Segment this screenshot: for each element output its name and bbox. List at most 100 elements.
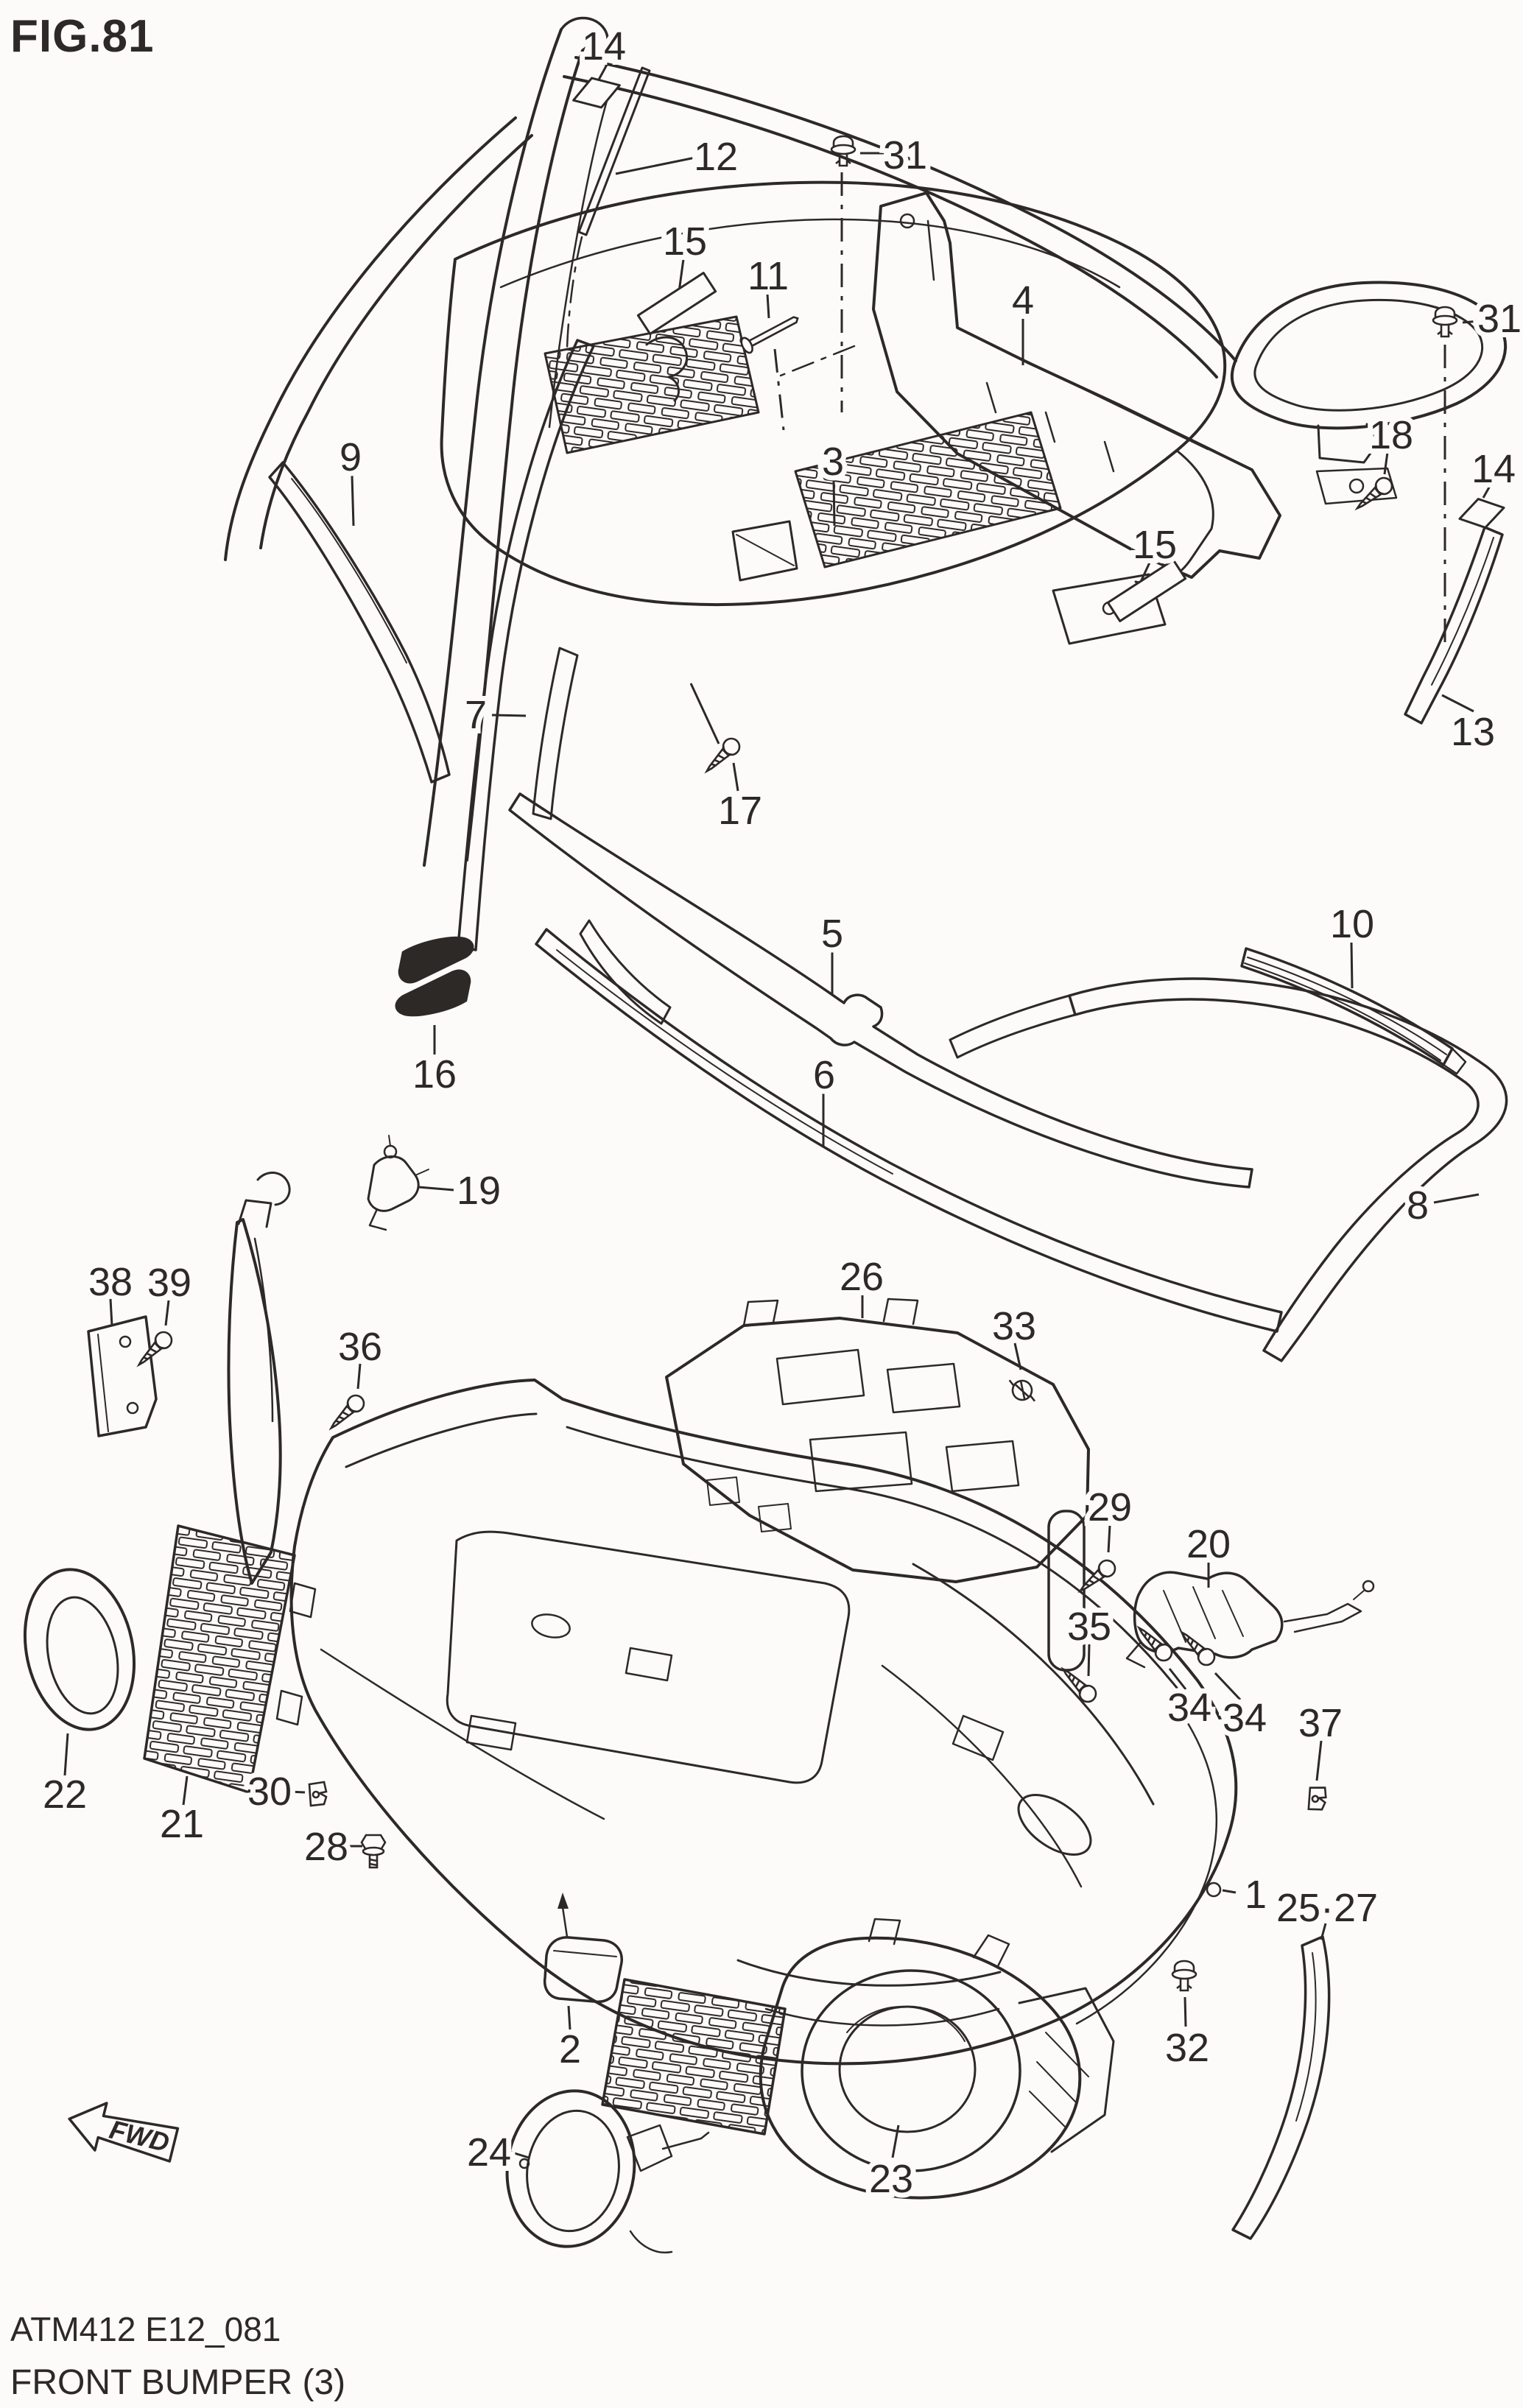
leader-line-14: [597, 64, 608, 82]
part-label-5: 5: [821, 912, 843, 956]
part-label-25·27: 25·27: [1276, 1886, 1378, 1930]
part-label-30: 30: [247, 1770, 292, 1814]
strip-sticker: [1106, 559, 1187, 622]
part-25-27-corner-strip: [1231, 1935, 1331, 2240]
grommet-icon: [1003, 1375, 1041, 1406]
stud-icon: [738, 310, 803, 356]
part-label-22: 22: [43, 1772, 87, 1817]
part-13-side-molding: [1404, 526, 1504, 725]
figure-code: ATM412 E12_081: [10, 2310, 281, 2348]
figure-footer: ATM412 E12_081 FRONT BUMPER (3): [10, 2309, 345, 2403]
leader-line-18: [1383, 451, 1389, 475]
screw-icon: [132, 1328, 176, 1372]
adhesive-sticker-shapes: [572, 77, 1505, 622]
leader-line-37: [1315, 1740, 1323, 1781]
part-label-16: 16: [412, 1052, 457, 1096]
part-label-1: 1: [1245, 1873, 1267, 1917]
part-label-39: 39: [147, 1261, 191, 1305]
part-label-7: 7: [465, 693, 487, 737]
part-label-33: 33: [992, 1304, 1036, 1348]
clipplate-icon: [1306, 1784, 1329, 1812]
leader-line-23: [891, 2124, 900, 2158]
part-label-32: 32: [1165, 2026, 1209, 2070]
part-5-upper-garnish-strip: [508, 792, 1253, 1189]
clipplate-icon: [308, 1781, 328, 1807]
leader-line-24: [509, 2150, 530, 2159]
part-9-side-molding: [268, 461, 451, 784]
clip-icon: [1432, 306, 1458, 338]
leader-line-34: [1168, 1668, 1187, 1690]
leader-line-22: [63, 1733, 69, 1776]
fwd-arrow-label: FWD: [107, 2114, 172, 2158]
figure-caption: FRONT BUMPER (3): [10, 2363, 346, 2402]
leader-line-36: [356, 1363, 362, 1390]
part-21-fog-grille-insert: [143, 1524, 317, 1794]
part-38-mud-plate: [87, 1315, 158, 1437]
part-26-air-guide-box: [665, 1298, 1090, 1583]
hole-icon: [1206, 1881, 1222, 1898]
screw-icon: [700, 734, 744, 778]
part-label-6: 6: [813, 1053, 835, 1097]
part-label-17: 17: [718, 789, 762, 833]
leader-line-1: [1222, 1889, 1237, 1894]
leader-line-11: [773, 348, 785, 431]
part-1-bumper-face: [289, 1379, 1238, 2066]
part-label-15: 15: [1133, 523, 1177, 567]
part-8-corner-molding-loop: [949, 977, 1508, 1362]
part-label-28: 28: [304, 1825, 348, 1869]
part-12-pillar-garnish-group: [224, 16, 1237, 867]
part-label-19: 19: [457, 1169, 501, 1213]
diamond-sticker: [572, 77, 621, 109]
leader-line-2: [567, 2005, 571, 2030]
part-label-31: 31: [883, 133, 927, 177]
part-label-15: 15: [663, 219, 707, 264]
leader-line-29: [1107, 1524, 1111, 1553]
leader-line-33: [1013, 1342, 1022, 1370]
part-label-34: 34: [1223, 1696, 1267, 1740]
leader-line-9: [351, 475, 355, 527]
fwd-direction-arrow: FWD: [68, 2102, 180, 2163]
leader-line-8: [1433, 1193, 1480, 1204]
part-label-9: 9: [340, 435, 362, 479]
part-20-side-bracket: [1047, 1510, 1375, 1672]
leader-line-32: [1183, 1996, 1187, 2027]
part-label-35: 35: [1067, 1605, 1111, 1649]
part-label-26: 26: [840, 1255, 884, 1299]
leader-line-17: [689, 683, 720, 744]
part-label-13: 13: [1451, 710, 1495, 754]
clip-icon: [1171, 1960, 1197, 1992]
leader-line-19: [418, 1186, 454, 1191]
part-23-fog-lamp-assembly: [601, 1918, 1115, 2200]
leader-line-12: [615, 156, 696, 175]
part-label-2: 2: [559, 2027, 581, 2071]
part-label-11: 11: [748, 254, 789, 298]
leader-line-34: [1214, 1672, 1242, 1701]
leader-line-15: [678, 258, 685, 292]
leader-line-17: [732, 762, 739, 792]
leader-line-35: [1087, 1644, 1091, 1677]
leader-line-38: [109, 1298, 113, 1326]
leader-line-31: [1462, 320, 1480, 324]
part-label-37: 37: [1298, 1701, 1343, 1745]
part-label-14: 14: [582, 24, 626, 68]
leader-line-39: [164, 1300, 170, 1326]
part-label-4: 4: [1012, 278, 1034, 323]
part-10-molding-strip: [1240, 947, 1467, 1075]
part-label-10: 10: [1330, 902, 1374, 946]
part-24-fog-trim-ring: [505, 2089, 710, 2254]
leader-line-11: [766, 293, 770, 319]
part-label-12: 12: [694, 135, 738, 179]
screw-icon: [324, 1391, 368, 1435]
part-label-23: 23: [869, 2157, 913, 2201]
part-label-18: 18: [1369, 413, 1413, 457]
part-label-31: 31: [1477, 297, 1522, 341]
leader-line-25·27: [1320, 1923, 1327, 1940]
part-label-24: 24: [467, 2130, 511, 2175]
part-label-36: 36: [338, 1325, 382, 1369]
part-label-21: 21: [160, 1802, 204, 1846]
part-label-8: 8: [1407, 1183, 1429, 1228]
part-label-34: 34: [1167, 1686, 1211, 1730]
leader-lines: [63, 64, 1491, 2159]
